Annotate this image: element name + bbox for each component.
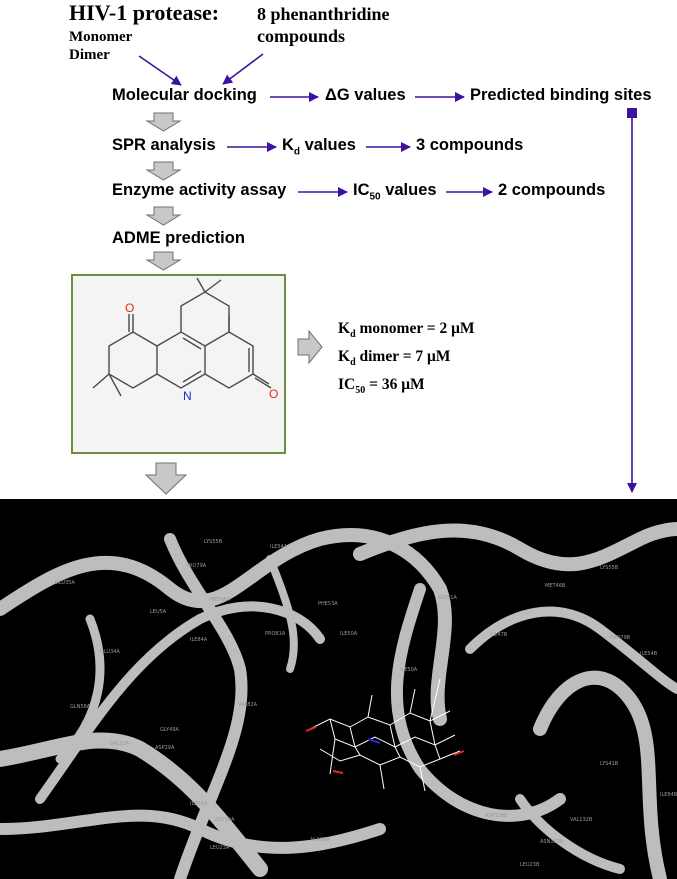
residue-label: PRO81A	[265, 631, 286, 637]
block-arrow-4	[145, 251, 182, 271]
residue-label: LYS55B	[600, 565, 619, 571]
residue-label: GLY51A	[438, 595, 457, 601]
residue-label: VAL32A	[110, 741, 130, 747]
residue-label: GLY49A	[160, 727, 179, 733]
horizontal-arrows	[227, 92, 493, 197]
residue-label: ILE84A	[190, 637, 208, 643]
binding-results: Kd monomer = 2 μM Kd dimer = 7 μM IC50 =…	[338, 318, 475, 402]
residue-label: ILE50A	[400, 667, 418, 673]
residue-label: ILE54B	[640, 651, 658, 657]
residue-label: PHE53A	[318, 601, 338, 607]
residue-label: MET46B	[545, 583, 566, 589]
step-spr-analysis: SPR analysis	[112, 136, 216, 154]
residue-label: ALA28A	[310, 837, 330, 843]
step-adme-prediction: ADME prediction	[112, 229, 245, 247]
block-arrow-1	[145, 112, 182, 132]
compounds-label-line1: 8 phenanthridine	[257, 4, 390, 24]
flow-arrows	[138, 53, 637, 495]
arrow-compounds-to-docking	[222, 53, 264, 85]
block-down-arrows	[144, 112, 188, 495]
residue-label: LEU23A	[210, 845, 230, 851]
output-kd-values: Kd values	[282, 136, 356, 158]
residue-label: GLU34A	[100, 649, 120, 655]
step-enzyme-activity-assay: Enzyme activity assay	[112, 181, 287, 199]
result-kd-monomer: Kd monomer = 2 μM	[338, 320, 475, 341]
ligand-sticks	[309, 678, 461, 792]
residue-label: LYS41B	[600, 761, 619, 767]
molecule-structure-box: O O N	[71, 274, 286, 454]
residue-label: VAL82A	[238, 702, 258, 708]
residue-label: GLU35A	[55, 580, 75, 586]
block-arrow-right	[297, 329, 323, 365]
result-kd-dimer: Kd dimer = 7 μM	[338, 348, 451, 369]
result-2-compounds: 2 compounds	[498, 181, 606, 199]
residue-label: ASP128B	[485, 813, 508, 819]
ligand-oxygen-marks	[305, 726, 465, 774]
residue-label: LEU23B	[520, 862, 540, 868]
protein-ribbons	[0, 522, 677, 879]
result-ic50: IC50 = 36 μM	[338, 376, 425, 397]
residue-label: MET46A	[210, 597, 231, 603]
residue-label: PRO79B	[610, 635, 631, 641]
residue-label: ASP29A	[155, 745, 175, 751]
residue-label: ASP30A	[215, 817, 235, 823]
phenanthridine-molecule: O O N	[92, 277, 278, 403]
ribbon-diagram	[0, 522, 677, 879]
residue-label: ILE54A	[270, 544, 288, 550]
result-3-compounds: 3 compounds	[416, 136, 524, 154]
binding-sites-marker	[627, 108, 637, 118]
residue-label: ILE47B	[490, 632, 508, 638]
arrow-protease-to-docking	[138, 55, 182, 86]
output-delta-g-values: ΔG values	[325, 86, 406, 104]
residue-label: LYS55B	[204, 539, 223, 545]
block-arrow-2	[145, 161, 182, 181]
compounds-label-line2: compounds	[257, 26, 346, 46]
protease-form-monomer: Monomer	[69, 29, 133, 45]
nitrogen-atom: N	[183, 389, 192, 403]
protease-title: HIV-1 protease:	[69, 0, 220, 25]
residue-label: ILE84B	[660, 792, 677, 798]
input-arrows	[138, 53, 264, 86]
residue-label: VAL132B	[570, 817, 593, 823]
protease-form-dimer: Dimer	[69, 47, 110, 63]
step-molecular-docking: Molecular docking	[112, 86, 257, 104]
result-predicted-binding-sites: Predicted binding sites	[470, 86, 652, 104]
residue-label: ASN183B	[540, 839, 564, 845]
residue-label: LEU5A	[150, 609, 167, 615]
residue-label: GLN58A	[70, 704, 91, 710]
protein-structure-view: LYS55B ILE54A PRO79A GLU35A LEU5A MET46A PHE53…	[0, 499, 677, 879]
residue-label: ILE64A	[190, 801, 208, 807]
block-arrow-3	[145, 206, 182, 226]
residue-label: PRO79A	[186, 563, 207, 569]
block-arrow-5	[144, 462, 188, 495]
oxygen-atom-left: O	[125, 301, 134, 315]
residue-label: ILE50A	[340, 631, 358, 637]
oxygen-atom-right: O	[269, 387, 278, 401]
output-ic50-values: IC50 values	[353, 181, 437, 203]
ligand-nitrogen-marks	[367, 738, 381, 744]
